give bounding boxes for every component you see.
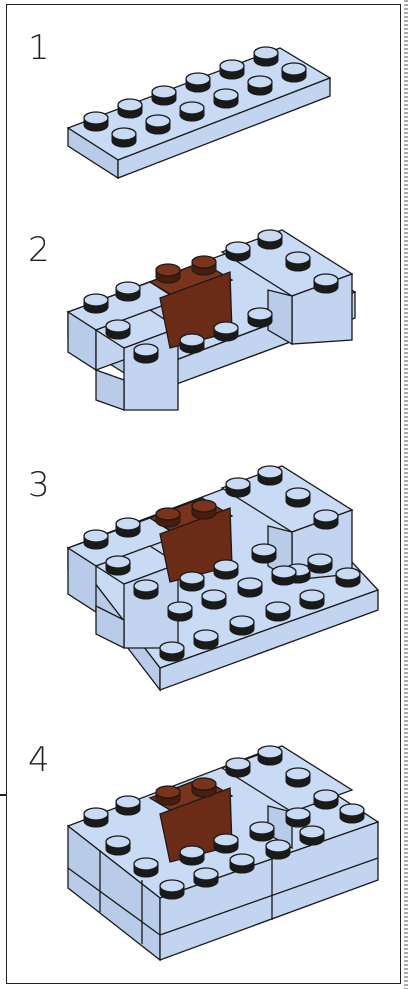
lego-stud-icon [257, 229, 283, 250]
step-4-number: 4 [28, 740, 50, 780]
lego-stud-icon [83, 807, 109, 828]
lego-stud-icon [179, 101, 205, 122]
lego-stud-icon [115, 795, 141, 816]
lego-stud-icon [299, 589, 325, 610]
lego-stud-icon [251, 543, 277, 564]
lego-stud-icon [133, 343, 159, 364]
lego-stud-icon [83, 111, 109, 132]
lego-stud-icon [299, 825, 325, 846]
lego-stud-icon [247, 75, 273, 96]
lego-stud-icon [229, 615, 255, 636]
lego-stud-icon [339, 803, 365, 824]
lego-stud-icon [219, 59, 245, 80]
lego-stud-icon [151, 85, 177, 106]
lego-stud-icon [145, 114, 171, 135]
step-2-illustration [66, 229, 357, 411]
lego-stud-icon [213, 559, 239, 580]
lego-stud-icon [155, 507, 181, 528]
lego-stud-icon [111, 127, 137, 148]
lego-stud-icon [265, 601, 291, 622]
lego-stud-icon [201, 589, 227, 610]
lego-stud-icon [185, 72, 211, 93]
lego-stud-icon [191, 499, 217, 520]
lego-stud-icon [83, 293, 109, 314]
lego-stud-icon [133, 579, 159, 600]
page-marker [0, 794, 6, 796]
lego-stud-icon [105, 835, 131, 856]
lego-stud-icon [105, 319, 131, 340]
lego-stud-icon [225, 241, 251, 262]
lego-stud-icon [237, 577, 263, 598]
lego-stud-icon [285, 251, 311, 272]
step-2-number: 2 [28, 230, 50, 270]
lego-stud-icon [285, 767, 311, 788]
step-1-illustration [66, 46, 332, 180]
lego-stud-icon [193, 629, 219, 650]
lego-stud-icon [285, 807, 311, 828]
lego-stud-icon [133, 857, 159, 878]
lego-stud-icon [115, 517, 141, 538]
lego-stud-icon [115, 281, 141, 302]
lego-stud-icon [159, 879, 185, 900]
lego-stud-icon [155, 785, 181, 806]
lego-stud-icon [335, 567, 361, 588]
lego-stud-icon [225, 757, 251, 778]
lego-stud-icon [257, 465, 283, 486]
lego-stud-icon [247, 307, 273, 328]
lego-stud-icon [159, 641, 185, 662]
lego-stud-icon [249, 821, 275, 842]
lego-stud-icon [253, 46, 279, 67]
lego-stud-icon [265, 839, 291, 860]
step-3-illustration [66, 465, 380, 692]
lego-stud-icon [193, 867, 219, 888]
step-1-number: 1 [28, 28, 50, 68]
lego-stud-icon [213, 321, 239, 342]
lego-stud-icon [167, 601, 193, 622]
lego-stud-icon [313, 789, 339, 810]
lego-stud-icon [271, 565, 297, 586]
lego-stud-icon [257, 745, 283, 766]
lego-stud-icon [285, 487, 311, 508]
lego-stud-icon [191, 777, 217, 798]
lego-stud-icon [83, 529, 109, 550]
lego-stud-icon [313, 509, 339, 530]
lego-stud-icon [225, 477, 251, 498]
lego-stud-icon [117, 98, 143, 119]
lego-stud-icon [155, 263, 181, 284]
lego-stud-icon [105, 555, 131, 576]
lego-stud-icon [281, 62, 307, 83]
lego-stud-icon [179, 333, 205, 354]
lego-stud-icon [213, 88, 239, 109]
lego-stud-icon [179, 845, 205, 866]
step-3-number: 3 [28, 465, 50, 505]
lego-stud-icon [191, 255, 217, 276]
lego-stud-icon [179, 571, 205, 592]
page-edge [404, 0, 408, 989]
lego-stud-icon [307, 553, 333, 574]
lego-stud-icon [213, 833, 239, 854]
lego-stud-icon [229, 853, 255, 874]
lego-stud-icon [313, 273, 339, 294]
